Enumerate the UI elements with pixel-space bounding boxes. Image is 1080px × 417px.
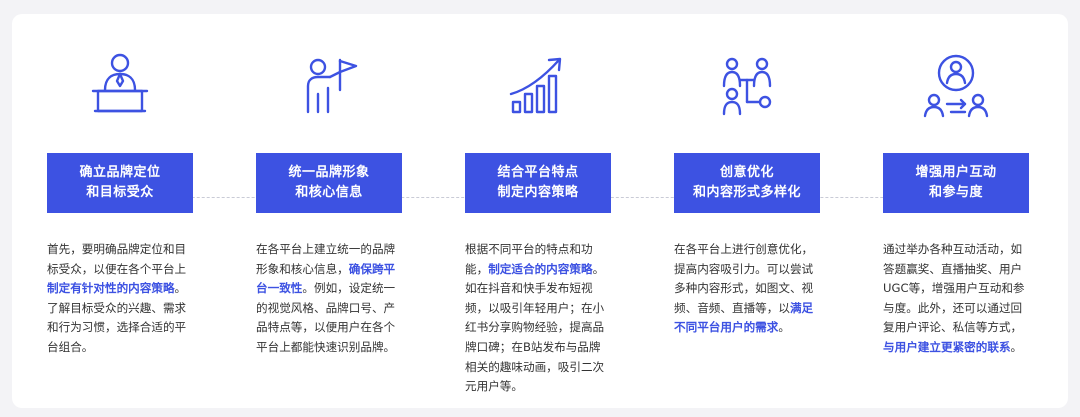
user-interaction-icon [923, 54, 989, 118]
description-text: 。 [1010, 339, 1023, 354]
step-title-line: 创意优化 [719, 165, 774, 180]
description-text: 首先，要明确品牌定位和目标受众，以便在各个平台上 [47, 242, 187, 276]
person-flag-icon [306, 58, 358, 114]
highlight-text: 与用户建立更紧密的联系 [883, 339, 1011, 354]
description-text: 。如在抖音和快手发布短视频，以吸引年轻用户；在小红书分享购物经验，提高品牌口碑；… [465, 261, 605, 394]
step-title-line: 制定内容策略 [497, 185, 579, 200]
highlight-text: 制定适合的内容策略 [488, 261, 593, 276]
step-description: 在各平台上进行创意优化，提高内容吸引力。可以尝试多种内容形式，如图文、视频、音频… [674, 240, 820, 338]
highlight-text: 制定有针对性的内容策略 [47, 281, 175, 296]
step-description: 根据不同平台的特点和功能，制定适合的内容策略。如在抖音和快手发布短视频，以吸引年… [465, 240, 611, 397]
growth-chart-icon [509, 57, 562, 114]
step-title-line: 和核心信息 [295, 185, 363, 200]
step-title: 确立品牌定位 和目标受众 [47, 153, 193, 213]
step-title-line: 和参与度 [928, 185, 983, 200]
speaker-podium-icon [91, 53, 149, 113]
highlight-text: 满足不同平台用户的需求 [674, 300, 814, 335]
step-description: 在各平台上建立统一的品牌形象和核心信息，确保跨平台一致性。例如，设定统一的视觉风… [256, 240, 402, 358]
step-title-line: 统一品牌形象 [288, 165, 370, 180]
step-description: 通过举办各种互动活动，如答题赢奖、直播抽奖、用户UGC等，增强用户互动和参与度。… [883, 240, 1029, 358]
step-title: 统一品牌形象 和核心信息 [256, 153, 402, 213]
highlight-text: 确保跨平台一致性 [256, 261, 396, 296]
step-title: 创意优化 和内容形式多样化 [674, 153, 820, 213]
content-card: 确立品牌定位 和目标受众 首先，要明确品牌定位和目标受众，以便在各个平台上制定有… [12, 14, 1068, 408]
step-title-line: 和目标受众 [86, 185, 154, 200]
description-text: 在各平台上建立统一的品牌形象和核心信息， [256, 242, 396, 276]
description-text: 通过举办各种互动活动，如答题赢奖、直播抽奖、用户UGC等，增强用户互动和参与度。… [883, 242, 1025, 335]
step-title: 增强用户互动 和参与度 [883, 153, 1029, 213]
description-text: 在各平台上进行创意优化，提高内容吸引力。可以尝试多种内容形式，如图文、视频、音频… [674, 242, 814, 315]
step-description: 首先，要明确品牌定位和目标受众，以便在各个平台上制定有针对性的内容策略。了解目标… [47, 240, 193, 358]
step-title: 结合平台特点 制定内容策略 [465, 153, 611, 213]
step-title-line: 结合平台特点 [497, 165, 579, 180]
description-text: 。例如，设定统一的视觉风格、品牌口号、产品特点等，以便用户在各个平台上都能快速识… [256, 281, 396, 354]
description-text: 根据不同平台的特点和功能， [465, 242, 593, 276]
step-title-line: 增强用户互动 [915, 165, 997, 180]
step-title-line: 确立品牌定位 [79, 165, 161, 180]
description-text: 。 [778, 320, 790, 335]
step-title-line: 和内容形式多样化 [692, 185, 801, 200]
people-network-icon [722, 57, 772, 116]
description-text: 。了解目标受众的兴趣、需求和行为习惯，选择合适的平台组合。 [47, 281, 187, 354]
